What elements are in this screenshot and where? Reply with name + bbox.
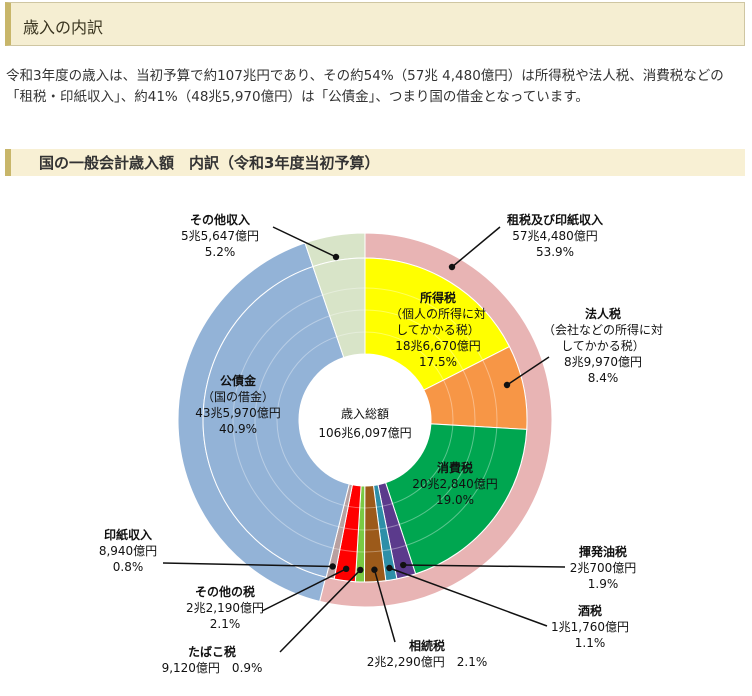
inheritance-tax-dot bbox=[371, 566, 378, 573]
label-other-revenue-line-0: その他収入 bbox=[190, 212, 250, 227]
label-tax-revenue-line-1: 57兆4,480億円 bbox=[512, 229, 598, 243]
label-other-revenue-line-1: 5兆5,647億円 bbox=[181, 229, 259, 243]
label-income-tax-line-4: 17.5% bbox=[419, 355, 457, 369]
label-stamp-revenue-line-0: 印紙収入 bbox=[104, 527, 152, 542]
label-bonds-line-2: 43兆5,970億円 bbox=[195, 406, 281, 420]
label-stamp-revenue-line-2: 0.8% bbox=[113, 560, 144, 574]
chart-subheading: 国の一般会計歳入額 内訳（令和3年度当初予算） bbox=[5, 149, 745, 176]
other-taxes-dot bbox=[342, 565, 350, 573]
label-income-tax-line-2: してかかる税） bbox=[396, 323, 480, 337]
label-liquor-tax-line-0: 酒税 bbox=[578, 603, 602, 618]
label-income-tax-line-3: 18兆6,670億円 bbox=[395, 339, 481, 353]
tax-revenue-leader bbox=[451, 226, 501, 268]
liquor-tax-dot bbox=[386, 564, 393, 572]
label-corporate-tax-line-1: （会社などの所得に対 bbox=[543, 322, 663, 337]
other-taxes-leader bbox=[261, 568, 347, 612]
label-liquor-tax-line-1: 1兆1,760億円 bbox=[551, 620, 629, 634]
center-hole bbox=[299, 354, 431, 486]
label-corporate-tax-line-3: 8兆9,970億円 bbox=[564, 355, 642, 369]
slice-labels: 租税及び印紙収入 57兆4,480億円 53.9% その他収入 5兆5,647億円 5.2… bbox=[99, 212, 663, 675]
label-liquor-tax-line-2: 1.1% bbox=[575, 636, 606, 650]
inner-slice-9 bbox=[202, 265, 350, 578]
label-gasoline-tax-line-1: 2兆700億円 bbox=[570, 561, 637, 575]
label-gasoline-tax-line-2: 1.9% bbox=[588, 577, 619, 591]
corporate-tax-dot bbox=[503, 381, 511, 389]
leader-lines bbox=[162, 226, 566, 653]
label-tax-revenue-line-0: 租税及び印紙収入 bbox=[507, 212, 603, 227]
outer-ring bbox=[177, 232, 553, 608]
label-bonds-line-1: （国の借金） bbox=[202, 389, 274, 404]
tax-revenue-dot bbox=[448, 263, 456, 271]
corporate-tax-leader bbox=[506, 356, 550, 386]
label-income-tax-line-1: （個人の所得に対 bbox=[390, 306, 486, 321]
section-header: 歳入の内訳 bbox=[5, 2, 745, 46]
section-title: 歳入の内訳 bbox=[23, 18, 104, 37]
label-gasoline-tax-line-0: 揮発油税 bbox=[579, 544, 627, 559]
intro-paragraph: 令和3年度の歳入は、当初予算で約107兆円であり、その約54%（57兆 4,48… bbox=[6, 68, 724, 105]
other-revenue-dot bbox=[332, 253, 340, 261]
stamp-revenue-leader bbox=[162, 562, 333, 568]
ring-gridlines bbox=[232, 287, 498, 553]
ring-gridline-0 bbox=[276, 331, 454, 509]
label-tobacco-tax-line-0: たばこ税 bbox=[188, 644, 236, 659]
label-consumption-tax-line-0: 消費税 bbox=[437, 460, 473, 475]
label-corporate-tax-line-0: 法人税 bbox=[585, 306, 621, 321]
label-consumption-tax-line-1: 20兆2,840億円 bbox=[412, 477, 498, 491]
label-corporate-tax-line-2: してかかる税） bbox=[561, 339, 645, 353]
tobacco-tax-dot bbox=[357, 566, 364, 574]
label-bonds-line-3: 40.9% bbox=[219, 422, 257, 436]
label-tobacco-tax-line-1: 9,120億円 0.9% bbox=[162, 661, 263, 675]
center-label-2: 106兆6,097億円 bbox=[318, 426, 411, 440]
label-other-taxes-line-1: 2兆2,190億円 bbox=[186, 601, 264, 615]
label-inheritance-tax-line-0: 相続税 bbox=[409, 638, 445, 653]
gasoline-tax-leader bbox=[403, 564, 566, 568]
label-other-taxes-line-2: 2.1% bbox=[210, 617, 241, 631]
label-consumption-tax-line-2: 19.0% bbox=[436, 493, 474, 507]
ring-gridline-1 bbox=[254, 309, 476, 531]
label-bonds-line-0: 公債金 bbox=[220, 373, 257, 388]
liquor-tax-leader bbox=[389, 567, 548, 627]
ring-gridline-2 bbox=[232, 287, 498, 553]
label-tax-revenue-line-2: 53.9% bbox=[536, 245, 574, 259]
stamp-revenue-dot bbox=[329, 563, 336, 570]
label-other-revenue-line-2: 5.2% bbox=[205, 245, 236, 259]
other-revenue-leader bbox=[272, 226, 337, 258]
chart-subheading-text: 国の一般会計歳入額 内訳（令和3年度当初予算） bbox=[39, 154, 380, 172]
tobacco-tax-leader bbox=[279, 569, 361, 653]
label-income-tax-line-0: 所得税 bbox=[420, 290, 456, 305]
center-label-1: 歳入総額 bbox=[341, 407, 389, 421]
gasoline-tax-dot bbox=[400, 561, 407, 569]
label-other-taxes-line-0: その他の税 bbox=[195, 584, 255, 599]
label-corporate-tax-line-4: 8.4% bbox=[588, 371, 619, 385]
inheritance-tax-leader bbox=[373, 569, 396, 643]
label-inheritance-tax-line-1: 2兆2,290億円 2.1% bbox=[367, 655, 487, 669]
label-stamp-revenue-line-1: 8,940億円 bbox=[99, 544, 157, 558]
inner-slices bbox=[202, 257, 528, 583]
